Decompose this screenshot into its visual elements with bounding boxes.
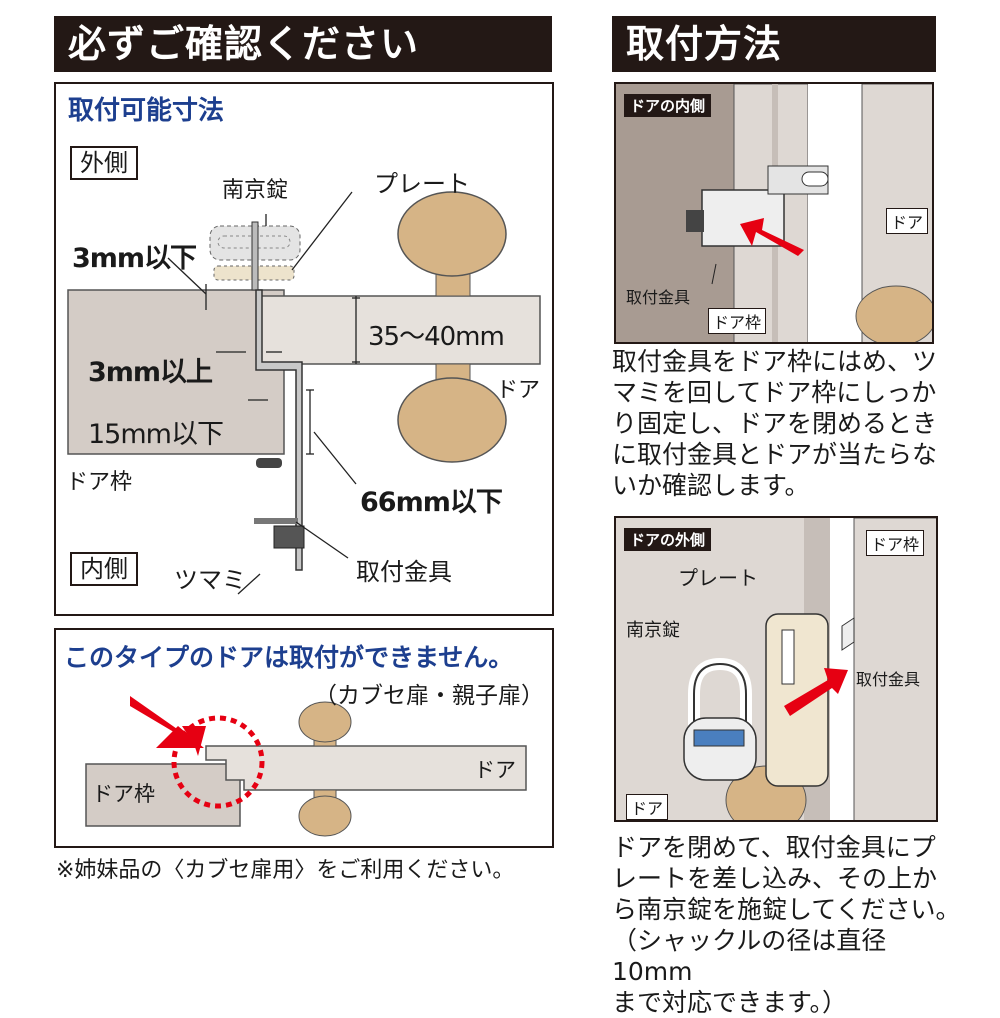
outside-tag: 外側 [70,146,138,180]
plate-shape [251,221,259,291]
gap-top-dim: 3mm以下 [72,243,197,274]
step1-illustration: ドアの内側 ドア 取付金具 ドア枠 [614,82,934,344]
step2-scene [616,518,936,820]
step1-scene [616,84,932,342]
sister-product-note: ※姉妹品の〈カブセ扉用〉をご利用ください。 [56,858,515,883]
step2-text: ドアを閉めて、取付金具にプ レートを差し込み、その上か ら南京錠を施錠してくださ… [612,832,962,1018]
step2-frame-label: ドア枠 [866,530,925,556]
step1-line: 取付金具をドア枠にはめ、ツ [612,347,938,376]
step1-bracket-label: 取付金具 [626,288,691,307]
warning-door-label: ドア [474,758,516,782]
step2-line: ドアを閉めて、取付金具にプ [612,833,936,862]
warn-frame-shape [85,763,241,827]
bracket-label: 取付金具 [356,558,452,586]
warn-knob-bottom-shape [298,795,352,837]
step1-text: 取付金具をドア枠にはめ、ツ マミを回してドア枠にしっか り固定し、ドアを閉めると… [612,346,952,501]
left-header: 必ずご確認ください [54,16,552,72]
step2-bracket-label: 取付金具 [856,670,921,689]
step2-plate-label: プレート [678,566,758,590]
plate-label: プレート [374,170,470,198]
warning-subtitle: （カブセ扉・親子扉） [314,683,544,709]
warning-panel: このタイプのドアは取付ができません。 （カブセ扉・親子扉） ドア枠 ドア [54,628,554,848]
dimension-diagram [67,191,541,595]
panel-title: 取付可能寸法 [68,96,225,126]
step1-door-label: ドア [886,208,929,234]
step1-frame-label: ドア枠 [708,308,767,334]
door-knob-outer-shape [397,191,507,277]
step1-red-arrow [740,218,804,256]
warning-frame-label: ドア枠 [92,782,155,806]
warning-diagram [85,696,527,837]
step2-tag: ドアの外側 [624,528,712,551]
step1-knob-shape [855,285,932,342]
step1-line: に取付金具とドアが当たらな [612,440,938,469]
warning-title: このタイプのドアは取付ができません。 [64,643,514,672]
step2-padlock-label: 南京錠 [626,620,680,641]
padlock-label: 南京錠 [222,178,289,203]
door-frame-shape [67,289,285,455]
length-dim: 66mm以下 [360,487,503,518]
step2-line: まで対応できます。） [612,988,848,1017]
door-frame-label: ドア枠 [66,470,133,495]
step1-line: り固定し、ドアを閉めるとき [612,409,938,438]
step2-line: （シャックルの径は直径10mm [612,926,887,986]
door-label: ドア [496,378,541,403]
step2-door-label: ドア [626,794,669,820]
thickness-dim: 35〜40mm [368,322,505,352]
warning-circle [171,715,265,809]
dimension-panel: 取付可能寸法 外側 内側 南京錠 プレート 3mm以下 35〜40mm 3mm以… [54,82,554,616]
step2-padlock-shape [683,717,757,781]
step1-line: いか確認します。 [612,471,810,500]
gap-side-dim: 3mm以上 [88,357,213,388]
inside-tag: 内側 [70,552,138,586]
depth-dim: 15mm以下 [88,419,224,450]
step2-line: ら南京錠を施錠してください。 [612,895,961,924]
warn-door-shape [205,745,527,791]
door-knob-inner-shape [397,377,507,463]
step2-line: レートを差し込み、その上か [612,864,938,893]
right-header: 取付方法 [612,16,936,72]
tsumami-shape [273,525,305,549]
step1-tag: ドアの内側 [624,94,712,117]
step2-frame-shape [853,518,936,820]
step1-line: マミを回してドア枠にしっか [612,378,937,407]
step2-illustration: ドアの外側 ドア枠 プレート 南京錠 取付金具 ドア [614,516,938,822]
warn-knob-top-shape [298,701,352,743]
tsumami-label: ツマミ [174,566,246,594]
door-shape [259,295,541,365]
step2-red-arrow [784,668,848,716]
red-arrow [130,696,206,756]
